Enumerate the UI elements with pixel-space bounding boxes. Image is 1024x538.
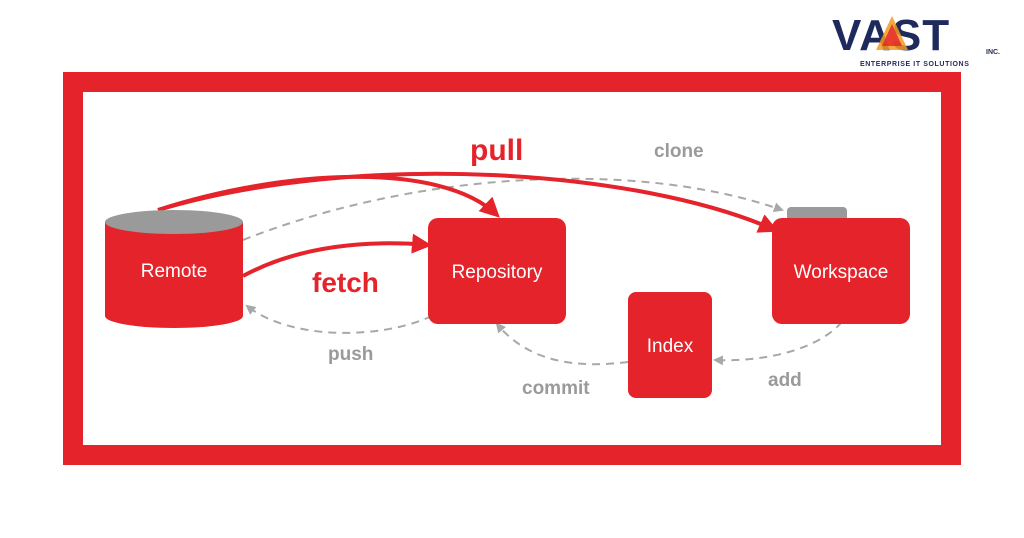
clone-arrow	[242, 177, 784, 241]
workspace-node: Workspace	[772, 207, 910, 324]
pull-label: pull	[470, 134, 523, 167]
clone-label: clone	[654, 141, 704, 162]
push-arrow	[245, 304, 433, 334]
pull-arrow-to-workspace	[157, 171, 779, 233]
remote-label: Remote	[141, 261, 208, 282]
commit-label: commit	[522, 378, 590, 399]
remote-node: Remote	[105, 210, 243, 328]
fetch-arrow	[242, 233, 432, 278]
commit-arrow	[495, 322, 629, 366]
add-label: add	[768, 370, 802, 391]
workspace-label: Workspace	[794, 262, 889, 283]
index-node: Index	[628, 292, 712, 398]
logo-triangle-inner	[882, 24, 902, 46]
logo-tagline: ENTERPRISE IT SOLUTIONS	[860, 61, 969, 68]
vast-logo: VAST INC. ENTERPRISE IT SOLUTIONS	[832, 11, 1000, 68]
logo-suffix: INC.	[986, 49, 1000, 56]
index-label: Index	[647, 336, 694, 357]
add-arrow	[713, 321, 843, 366]
repository-node: Repository	[428, 218, 566, 324]
repository-label: Repository	[452, 262, 543, 283]
fetch-label: fetch	[312, 267, 379, 298]
push-label: push	[328, 344, 373, 365]
